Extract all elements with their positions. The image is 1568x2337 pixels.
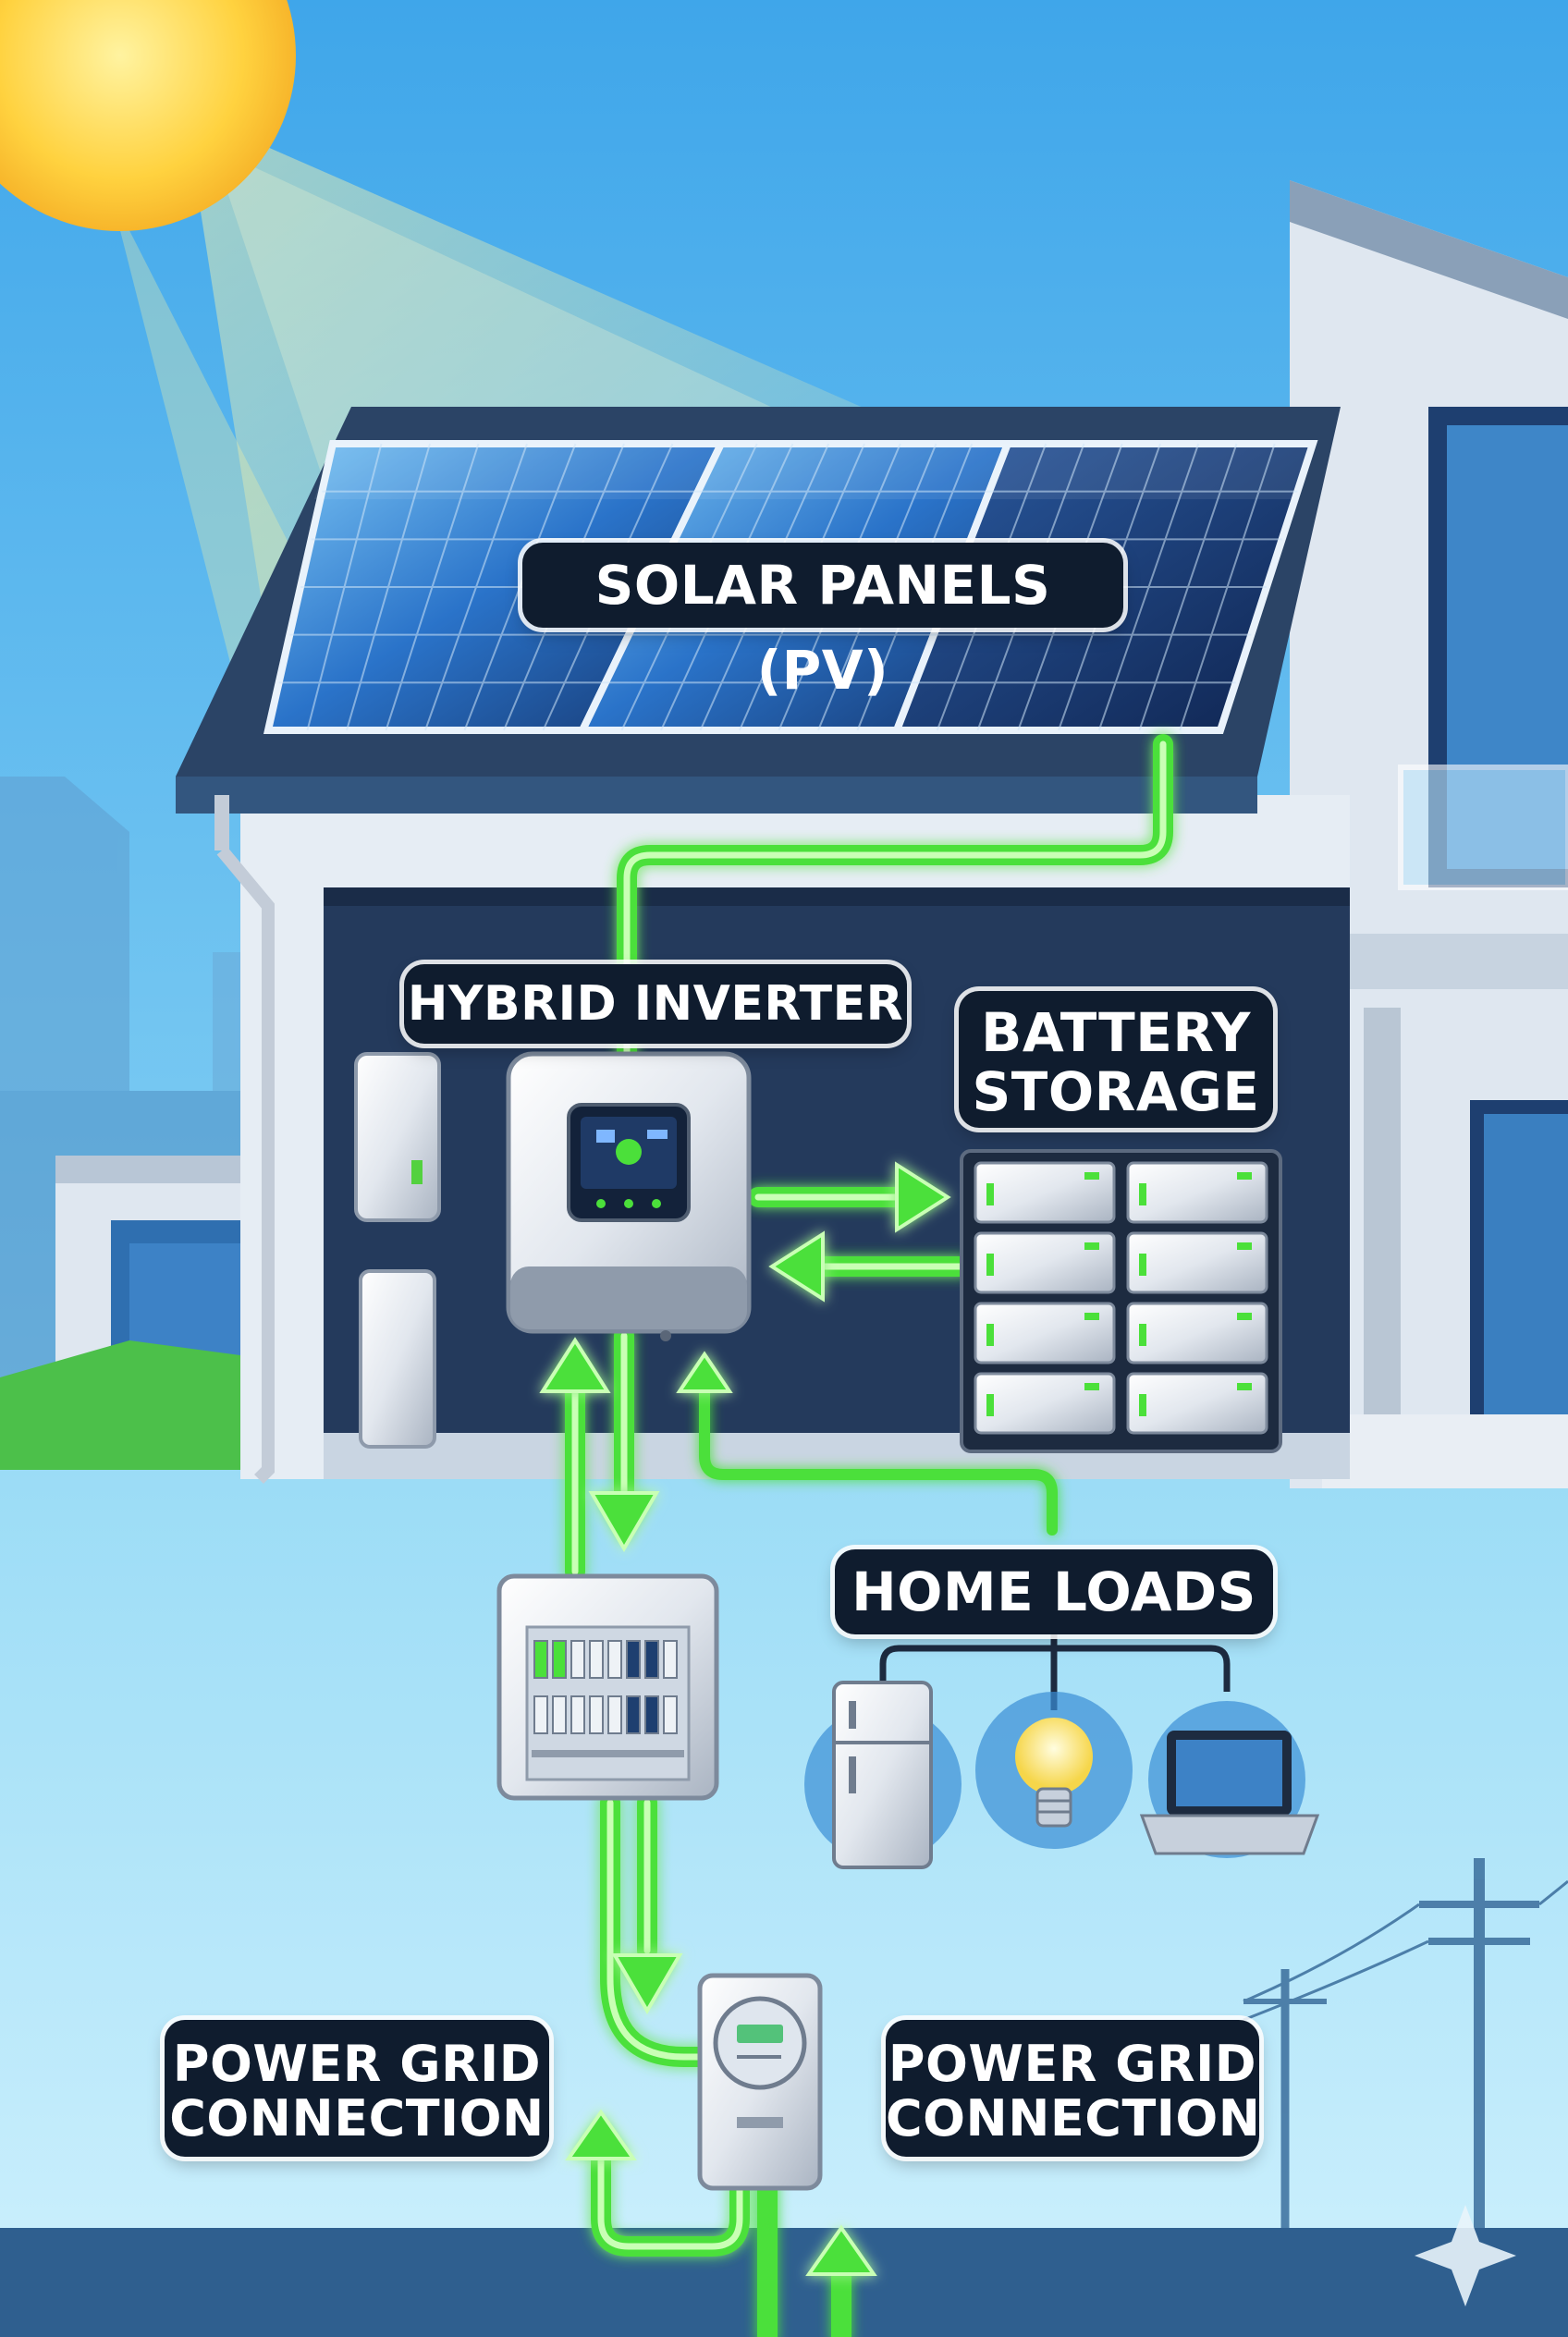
battery-indicator [1139, 1324, 1146, 1346]
breaker-switch [552, 1695, 567, 1734]
battery-module [974, 1161, 1116, 1224]
battery-indicator [1237, 1242, 1252, 1250]
breaker-switch [663, 1640, 678, 1679]
battery-indicator [1237, 1383, 1252, 1390]
panel-cell-line [346, 443, 431, 731]
street [0, 2228, 1568, 2337]
panel-cell-line [385, 443, 480, 731]
battery-module [974, 1372, 1116, 1435]
battery-indicator [986, 1183, 994, 1205]
home-loads-label: HOME LOADS [835, 1549, 1273, 1634]
battery-module [1126, 1302, 1268, 1364]
breaker-switch [663, 1695, 678, 1734]
breaker-switch [607, 1640, 622, 1679]
light-bulb [975, 1692, 1133, 1849]
hybrid-inverter-label: HYBRID INVERTER [404, 964, 907, 1044]
hybrid-inverter [506, 1051, 752, 1341]
panel-cell-line [1097, 443, 1200, 731]
battery-indicator [1084, 1172, 1099, 1180]
wall-equipment [354, 1052, 441, 1449]
breaker-switch [589, 1695, 604, 1734]
refrigerator [804, 1681, 962, 1869]
panel-cell-line [424, 443, 528, 731]
battery-indicator [1139, 1254, 1146, 1276]
panel-cell-line [306, 443, 383, 731]
panel-cell-line [1138, 443, 1238, 731]
battery-module [1126, 1372, 1268, 1435]
electric-meter [697, 1973, 823, 2191]
battery-storage-label-line2: STORAGE [972, 1059, 1260, 1123]
battery-indicator [986, 1394, 994, 1416]
modern-house-right [1290, 180, 1568, 1488]
battery-indicator [1237, 1313, 1252, 1320]
energy-flow-lines [565, 734, 1173, 2337]
breaker-switch [607, 1695, 622, 1734]
battery-module [1126, 1161, 1268, 1224]
battery-module [974, 1231, 1116, 1294]
breaker-switch [552, 1640, 567, 1679]
breaker-switch [626, 1695, 641, 1734]
battery-indicator [1139, 1183, 1146, 1205]
breaker-switch [644, 1640, 659, 1679]
panel-cell-line [1179, 443, 1276, 731]
panel-cell-line [463, 443, 577, 731]
battery-indicator [1084, 1313, 1099, 1320]
utility-poles [1243, 1858, 1568, 2228]
battery-indicator [1084, 1383, 1099, 1390]
battery-storage-label-line1: BATTERY [981, 1001, 1251, 1064]
sparkle-icon [1415, 2205, 1516, 2306]
breaker-switch [589, 1640, 604, 1679]
flow-arrowheads [539, 1161, 951, 2276]
battery-storage [960, 1149, 1282, 1453]
breaker-switch [626, 1640, 641, 1679]
breaker-switch [533, 1640, 548, 1679]
battery-indicator [1084, 1242, 1099, 1250]
laptop [1139, 1701, 1320, 1858]
breaker-panel [496, 1573, 719, 1801]
battery-module [1126, 1231, 1268, 1294]
sun [0, 0, 296, 231]
grid-right-line1: POWER GRID [888, 2035, 1257, 2093]
breaker-switch [570, 1640, 585, 1679]
power-grid-connection-label-right: POWER GRID CONNECTION [886, 2020, 1261, 2157]
power-grid-connection-label-left: POWER GRID CONNECTION [165, 2020, 549, 2157]
battery-indicator [1139, 1394, 1146, 1416]
battery-indicator [986, 1254, 994, 1276]
breaker-switch [570, 1695, 585, 1734]
battery-indicator [1237, 1172, 1252, 1180]
grid-left-line2: CONNECTION [169, 2089, 545, 2148]
breaker-switch [644, 1695, 659, 1734]
grid-left-line1: POWER GRID [172, 2035, 542, 2093]
battery-storage-label: BATTERY STORAGE [959, 991, 1273, 1128]
breaker-switch [533, 1695, 548, 1734]
grid-right-line2: CONNECTION [886, 2089, 1261, 2148]
solar-panels-label: SOLAR PANELS (PV) [522, 543, 1123, 702]
battery-module [974, 1302, 1116, 1364]
battery-indicator [986, 1324, 994, 1346]
